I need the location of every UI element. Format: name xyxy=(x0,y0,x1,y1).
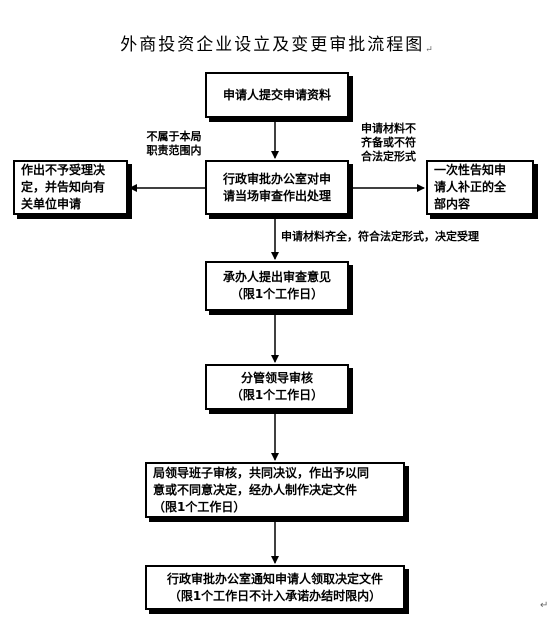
node-leader-review: 分管领导审核 （限1个工作日） xyxy=(205,364,349,410)
text-line: （限1个工作日） xyxy=(153,499,246,514)
text-line: 不属于本局 xyxy=(146,130,202,143)
node-reject: 作出不予受理决定，并告知向有关单位申请 xyxy=(13,160,128,215)
text-line: 申请材料齐全，符合法定形式，决定受理 xyxy=(281,230,479,243)
label-incomplete: 申请材料不齐备或不符合法定形式 xyxy=(361,122,437,164)
text-line: （限1个工作日） xyxy=(230,287,324,301)
text-line: 承办人提出审查意见 xyxy=(222,270,331,284)
text-line: （限1个工作日不计入承诺办结时限内） xyxy=(168,588,382,603)
text-line: 齐备或不符 xyxy=(361,136,416,149)
node-bureau-decision: 局领导班子审核，共同决议，作出予以同意或不同意决定，经办人制作决定文件 （限1个工… xyxy=(145,462,405,518)
page-title: 外商投资企业设立及变更审批流程图↵ xyxy=(120,35,435,55)
text-line: 申请材料不 xyxy=(361,122,416,135)
text-line: 一次性告知申 xyxy=(434,163,507,177)
paragraph-mark: ↵ xyxy=(425,45,435,55)
node-handler-opinion: 承办人提出审查意见 （限1个工作日） xyxy=(205,261,349,311)
node-final-notice: 行政审批办公室通知申请人领取决定文件 （限1个工作日不计入承诺办结时限内） xyxy=(145,565,405,610)
text-line: 局领导班子审核，共同决议，作出予以同 xyxy=(153,465,370,480)
text-line: 申请人提交申请资料 xyxy=(222,87,331,102)
text-line: 部内容 xyxy=(434,197,471,211)
node-notify-supplement: 一次性告知申请人补正的全部内容 xyxy=(426,160,534,215)
text-line: 意或不同意决定，经办人制作决定文件 xyxy=(153,482,358,497)
text-line: 职责范围内 xyxy=(146,144,202,157)
text-line: （限1个工作日） xyxy=(230,388,324,402)
text-line: 关单位申请 xyxy=(21,197,82,211)
text-line: 请当场审查作出处理 xyxy=(222,188,331,203)
text-line: 定，并告知向有 xyxy=(21,180,106,194)
text-line: 合法定形式 xyxy=(361,150,416,163)
node-review: 行政审批办公室对申请当场审查作出处理 xyxy=(205,160,349,215)
text-line: 行政审批办公室对申 xyxy=(222,171,331,186)
paragraph-mark: ↵ xyxy=(540,600,549,611)
node-submit: 申请人提交申请资料 xyxy=(205,72,349,118)
label-not-in-scope: 不属于本局职责范围内 xyxy=(139,130,209,158)
label-accepted: 申请材料齐全，符合法定形式，决定受理 xyxy=(281,230,541,244)
text-line: 行政审批办公室通知申请人领取决定文件 xyxy=(166,571,383,586)
text-line: 作出不予受理决 xyxy=(21,163,106,177)
text-line: 分管领导审核 xyxy=(240,371,313,385)
text-line: 请人补正的全 xyxy=(434,180,507,194)
